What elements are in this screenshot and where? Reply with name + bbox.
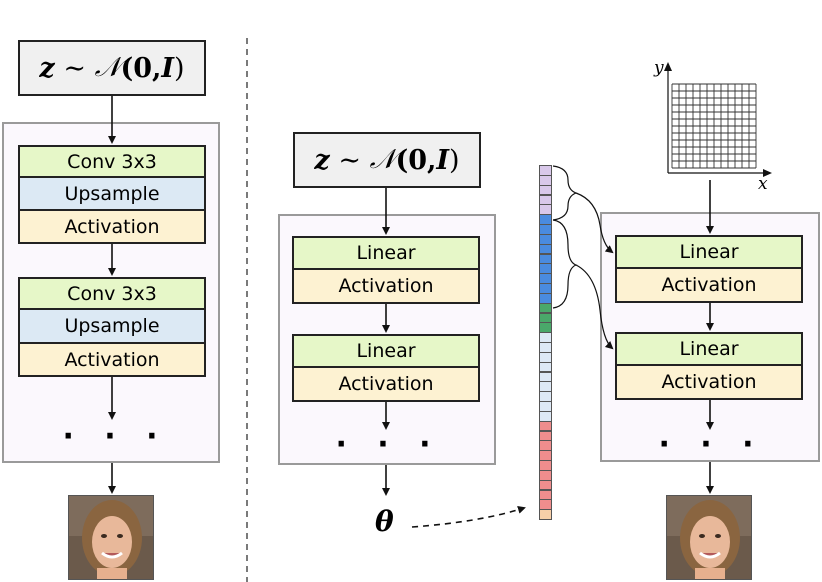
left-upsample-2: Upsample xyxy=(18,308,206,344)
layer-label: Linear xyxy=(356,340,416,362)
close-paren: ) xyxy=(174,52,185,84)
left-output-face-image xyxy=(68,495,154,580)
weights-to-linear-2 xyxy=(575,264,614,350)
layer-label: Conv 3x3 xyxy=(67,150,157,173)
normal-args: (0, xyxy=(120,52,162,84)
right-activation-2: Activation xyxy=(615,364,803,400)
layer-label: Conv 3x3 xyxy=(67,282,157,305)
identity-symbol: I xyxy=(436,144,450,176)
layer-label: Activation xyxy=(338,275,434,297)
middle-activation-1: Activation xyxy=(292,268,480,304)
middle-latent-box: z ∼ 𝒩(0, I) xyxy=(293,132,481,188)
close-paren: ) xyxy=(449,144,460,176)
x-axis-label: x xyxy=(758,174,768,194)
left-ellipsis: · · · xyxy=(62,419,168,454)
layer-label: Upsample xyxy=(64,315,160,337)
layer-label: Activation xyxy=(338,373,434,395)
parameter-vector xyxy=(539,165,552,520)
theta-symbol: θ xyxy=(375,505,394,538)
layer-label: Linear xyxy=(679,241,739,263)
brace-weights-2 xyxy=(552,219,578,309)
right-ellipsis: · · · xyxy=(658,427,764,462)
right-linear-2: Linear xyxy=(615,332,803,366)
vector-cell xyxy=(539,509,552,520)
left-activation-2: Activation xyxy=(18,342,206,377)
left-activation-1: Activation xyxy=(18,209,206,244)
layer-label: Upsample xyxy=(64,182,160,205)
right-activation-1: Activation xyxy=(615,267,803,303)
face-picture xyxy=(69,496,153,579)
brace-weights-1 xyxy=(552,165,578,221)
layer-label: Activation xyxy=(661,371,757,393)
latent-symbol: z xyxy=(39,52,55,84)
latent-symbol: z xyxy=(314,144,330,176)
layer-label: Activation xyxy=(64,215,160,238)
middle-activation-2: Activation xyxy=(292,366,480,402)
normal-symbol: 𝒩 xyxy=(94,52,121,83)
sim-symbol: ∼ xyxy=(338,144,361,176)
weights-to-linear-1 xyxy=(575,192,614,254)
right-linear-1: Linear xyxy=(615,235,803,269)
layer-label: Activation xyxy=(661,274,757,296)
layer-label: Activation xyxy=(64,348,160,371)
right-output-face-image xyxy=(666,495,752,580)
layer-label: Linear xyxy=(679,338,739,360)
middle-ellipsis: · · · xyxy=(335,427,441,462)
sim-symbol: ∼ xyxy=(63,52,86,84)
identity-symbol: I xyxy=(161,52,175,84)
theta-to-vector-arrow xyxy=(411,506,526,528)
coordinate-grid xyxy=(664,62,772,177)
y-axis-label: y xyxy=(654,58,664,78)
left-latent-box: z ∼ 𝒩(0, I) xyxy=(18,40,206,96)
left-conv-2: Conv 3x3 xyxy=(18,277,206,310)
normal-args: (0, xyxy=(395,144,437,176)
face-picture xyxy=(667,496,751,579)
normal-symbol: 𝒩 xyxy=(369,144,396,175)
layer-label: Linear xyxy=(356,242,416,264)
